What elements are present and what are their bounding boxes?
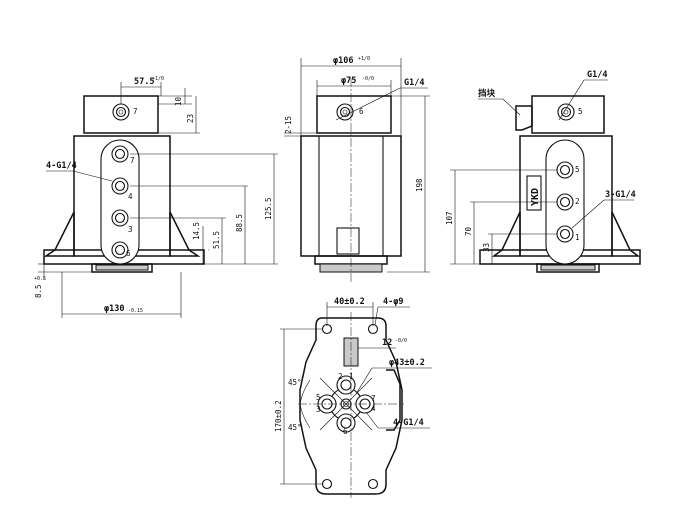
side-key (336, 227, 360, 255)
side-port-label: G1/4 (404, 78, 424, 88)
bottom-center-label: 4 (371, 404, 376, 413)
side-dim-106-tol: +1/0 (358, 56, 370, 62)
rear-dim-107: 107 (445, 211, 454, 225)
rear-view: 5 5 2 1 YKD 挡块 G1/4 3-G1/4 (445, 70, 641, 273)
front-port-label: 4-G1/4 (46, 161, 77, 171)
front-dim-125: 125.5 (264, 197, 273, 220)
bottom-dim-43: φ43±0.2 (389, 358, 425, 368)
rear-top-port (557, 103, 575, 121)
bottom-dim-12: 12 (382, 338, 392, 348)
bottom-dim-170: 170±0.2 (274, 400, 283, 432)
front-flange-left (43, 211, 75, 257)
front-top-port (112, 103, 130, 121)
front-dim-8: 8.5 (34, 284, 43, 298)
side-port-num: 6 (359, 107, 364, 116)
front-hole-label: 4 (128, 192, 133, 201)
front-dim-51: 51.5 (212, 231, 221, 249)
bottom-center-label: 3 (316, 405, 321, 414)
rear-hole-label: 2 (575, 197, 580, 206)
front-dim-88: 88.5 (235, 214, 244, 232)
side-dim-75: φ75 (341, 76, 356, 86)
rear-hole-label: 1 (575, 233, 580, 242)
front-dim-57: 57.5 (134, 77, 154, 87)
side-dim-106: φ106 (333, 56, 353, 66)
bottom-port-label: 4-G1/4 (393, 418, 424, 428)
bottom-angle-b: 45° (288, 423, 302, 432)
bottom-dim-12-tol: -0/0 (395, 338, 407, 344)
rear-hole-label: 5 (575, 165, 580, 174)
front-top-port-num: 7 (133, 107, 138, 116)
front-dim-8-tol: +0.5 (34, 276, 46, 282)
rear-logo-plate (526, 175, 542, 211)
bottom-center-label: 1 (349, 372, 354, 381)
rear-dim-33: 33 (482, 243, 491, 252)
front-view: 7 7 4 3 6 4-G1/4 57.5 +1/0 (34, 76, 278, 318)
front-dim-23: 23 (186, 114, 195, 123)
side-dim-75-tol: -0/0 (362, 76, 374, 82)
rear-port-label2: 3-G1/4 (605, 190, 636, 200)
front-dim-10: 10 (174, 96, 183, 106)
side-top-port (336, 103, 354, 121)
rear-stop-block (515, 105, 533, 131)
bottom-center-label: 7 (371, 394, 376, 403)
rear-top-block (531, 95, 605, 134)
front-dim-14: 14.5 (192, 222, 201, 240)
bottom-mount-hole (321, 478, 333, 490)
bottom-mount-hole (367, 478, 379, 490)
front-hole-label: 3 (128, 225, 133, 234)
front-port-strip (100, 139, 140, 265)
front-port-holes (111, 145, 129, 259)
front-dim-57-tol: +1/0 (152, 76, 164, 82)
bottom-center-label: 2 (338, 372, 343, 381)
rear-port-label: G1/4 (587, 70, 607, 80)
front-flange-right (169, 211, 201, 257)
rear-stop-label: 挡块 (478, 88, 496, 99)
bottom-dim-40: 40±0.2 (334, 297, 365, 307)
front-dim-130: φ130 (104, 304, 124, 314)
front-dim-130-tol: -0.15 (128, 308, 143, 314)
front-hole-label: 6 (126, 249, 131, 258)
bottom-center-label: 5 (316, 393, 321, 402)
bottom-angle-a: 45° (288, 378, 302, 387)
side-dim-2: 2-15 (284, 116, 293, 134)
bottom-view: 2 1 5 3 7 4 6 40±0.2 4-φ9 12 -0/0 φ43±0.… (274, 297, 432, 498)
bottom-center-label: 6 (343, 427, 348, 436)
front-hole-label: 7 (130, 156, 135, 165)
side-top-block (316, 95, 392, 134)
rear-port-num: 5 (578, 107, 583, 116)
side-dim-198: 198 (415, 178, 424, 192)
side-view: 6 φ106 +1/0 φ75 -0/0 G1/4 2-15 198 (284, 56, 430, 282)
rear-logo: YKD (530, 188, 541, 206)
bottom-dim-holes: 4-φ9 (383, 297, 403, 307)
bottom-flange (299, 317, 403, 495)
rear-dim-70: 70 (464, 226, 473, 236)
